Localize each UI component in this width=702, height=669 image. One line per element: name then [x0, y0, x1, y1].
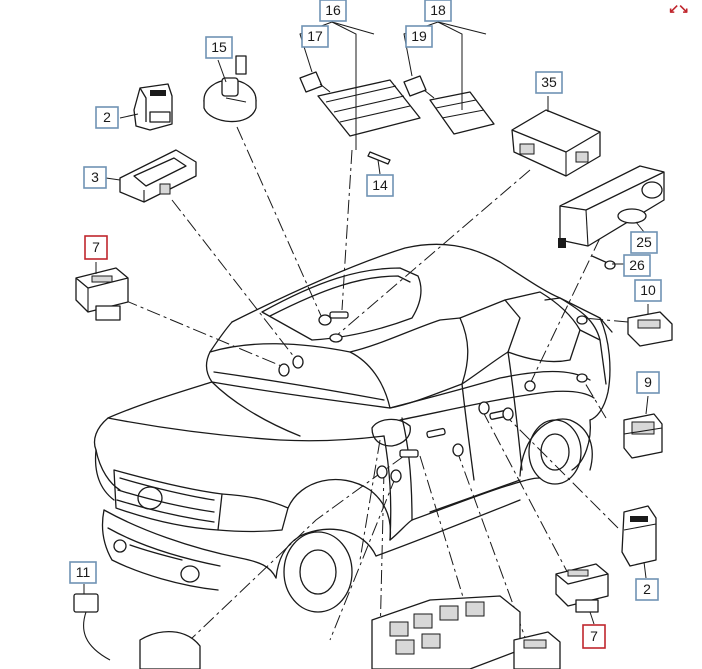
part-switch-10 [627, 311, 673, 347]
mount-points [278, 311, 588, 483]
svg-text:19: 19 [411, 28, 427, 44]
svg-text:3: 3 [91, 169, 99, 185]
svg-text:26: 26 [629, 257, 645, 273]
callout-10[interactable]: 10 [634, 279, 662, 302]
callout-11[interactable]: 11 [69, 561, 97, 584]
part-light-switch [203, 55, 257, 123]
svg-text:10: 10 [640, 282, 656, 298]
part-connector-11 [73, 593, 201, 669]
part-bezel [119, 149, 197, 203]
svg-text:18: 18 [430, 2, 446, 18]
callout-35[interactable]: 35 [535, 71, 563, 94]
callout-19[interactable]: 19 [405, 25, 433, 48]
part-screw [591, 255, 616, 270]
part-switch-7-left [75, 267, 129, 321]
callout-7-right[interactable]: 7 [582, 624, 606, 649]
part-control-module [511, 109, 601, 177]
svg-text:7: 7 [590, 628, 598, 644]
part-window-switch-top [133, 83, 173, 131]
callout-2-top[interactable]: 2 [95, 106, 119, 129]
callout-7-left[interactable]: 7 [84, 235, 108, 260]
part-switch-9 [623, 413, 663, 459]
svg-text:17: 17 [307, 28, 323, 44]
svg-text:14: 14 [372, 177, 388, 193]
callout-17[interactable]: 17 [301, 25, 329, 48]
part-master-switch [371, 595, 561, 669]
callout-26[interactable]: 26 [623, 254, 651, 277]
svg-text:9: 9 [644, 374, 652, 390]
callout-3[interactable]: 3 [83, 166, 107, 189]
svg-text:16: 16 [325, 2, 341, 18]
part-window-switch-right [621, 505, 657, 567]
callout-16[interactable]: 16 [319, 0, 347, 22]
svg-text:2: 2 [643, 581, 651, 597]
part-seat-switch-panel [558, 165, 665, 248]
svg-text:35: 35 [541, 74, 557, 90]
vehicle-outline [93, 243, 613, 613]
svg-text:15: 15 [211, 39, 227, 55]
leader-lines [123, 126, 629, 641]
callout-14[interactable]: 14 [366, 174, 394, 197]
svg-text:7: 7 [92, 239, 100, 255]
callout-connectors [83, 21, 649, 625]
callouts: 16 17 18 19 15 2 3 35 14 7 25 26 10 9 11… [69, 0, 662, 649]
svg-text:25: 25 [636, 234, 652, 250]
expand-arrows-icon[interactable]: ↙↘ [668, 1, 689, 16]
callout-25[interactable]: 25 [630, 231, 658, 254]
svg-text:2: 2 [103, 109, 111, 125]
part-switch-7-right [555, 563, 609, 613]
part-clip [367, 151, 391, 165]
part-harness-18 [403, 75, 495, 135]
callout-15[interactable]: 15 [205, 36, 233, 59]
callout-9[interactable]: 9 [636, 371, 660, 394]
part-harness-16 [299, 71, 421, 137]
callout-2-right[interactable]: 2 [635, 578, 659, 601]
svg-text:11: 11 [76, 564, 91, 580]
callout-18[interactable]: 18 [424, 0, 452, 22]
